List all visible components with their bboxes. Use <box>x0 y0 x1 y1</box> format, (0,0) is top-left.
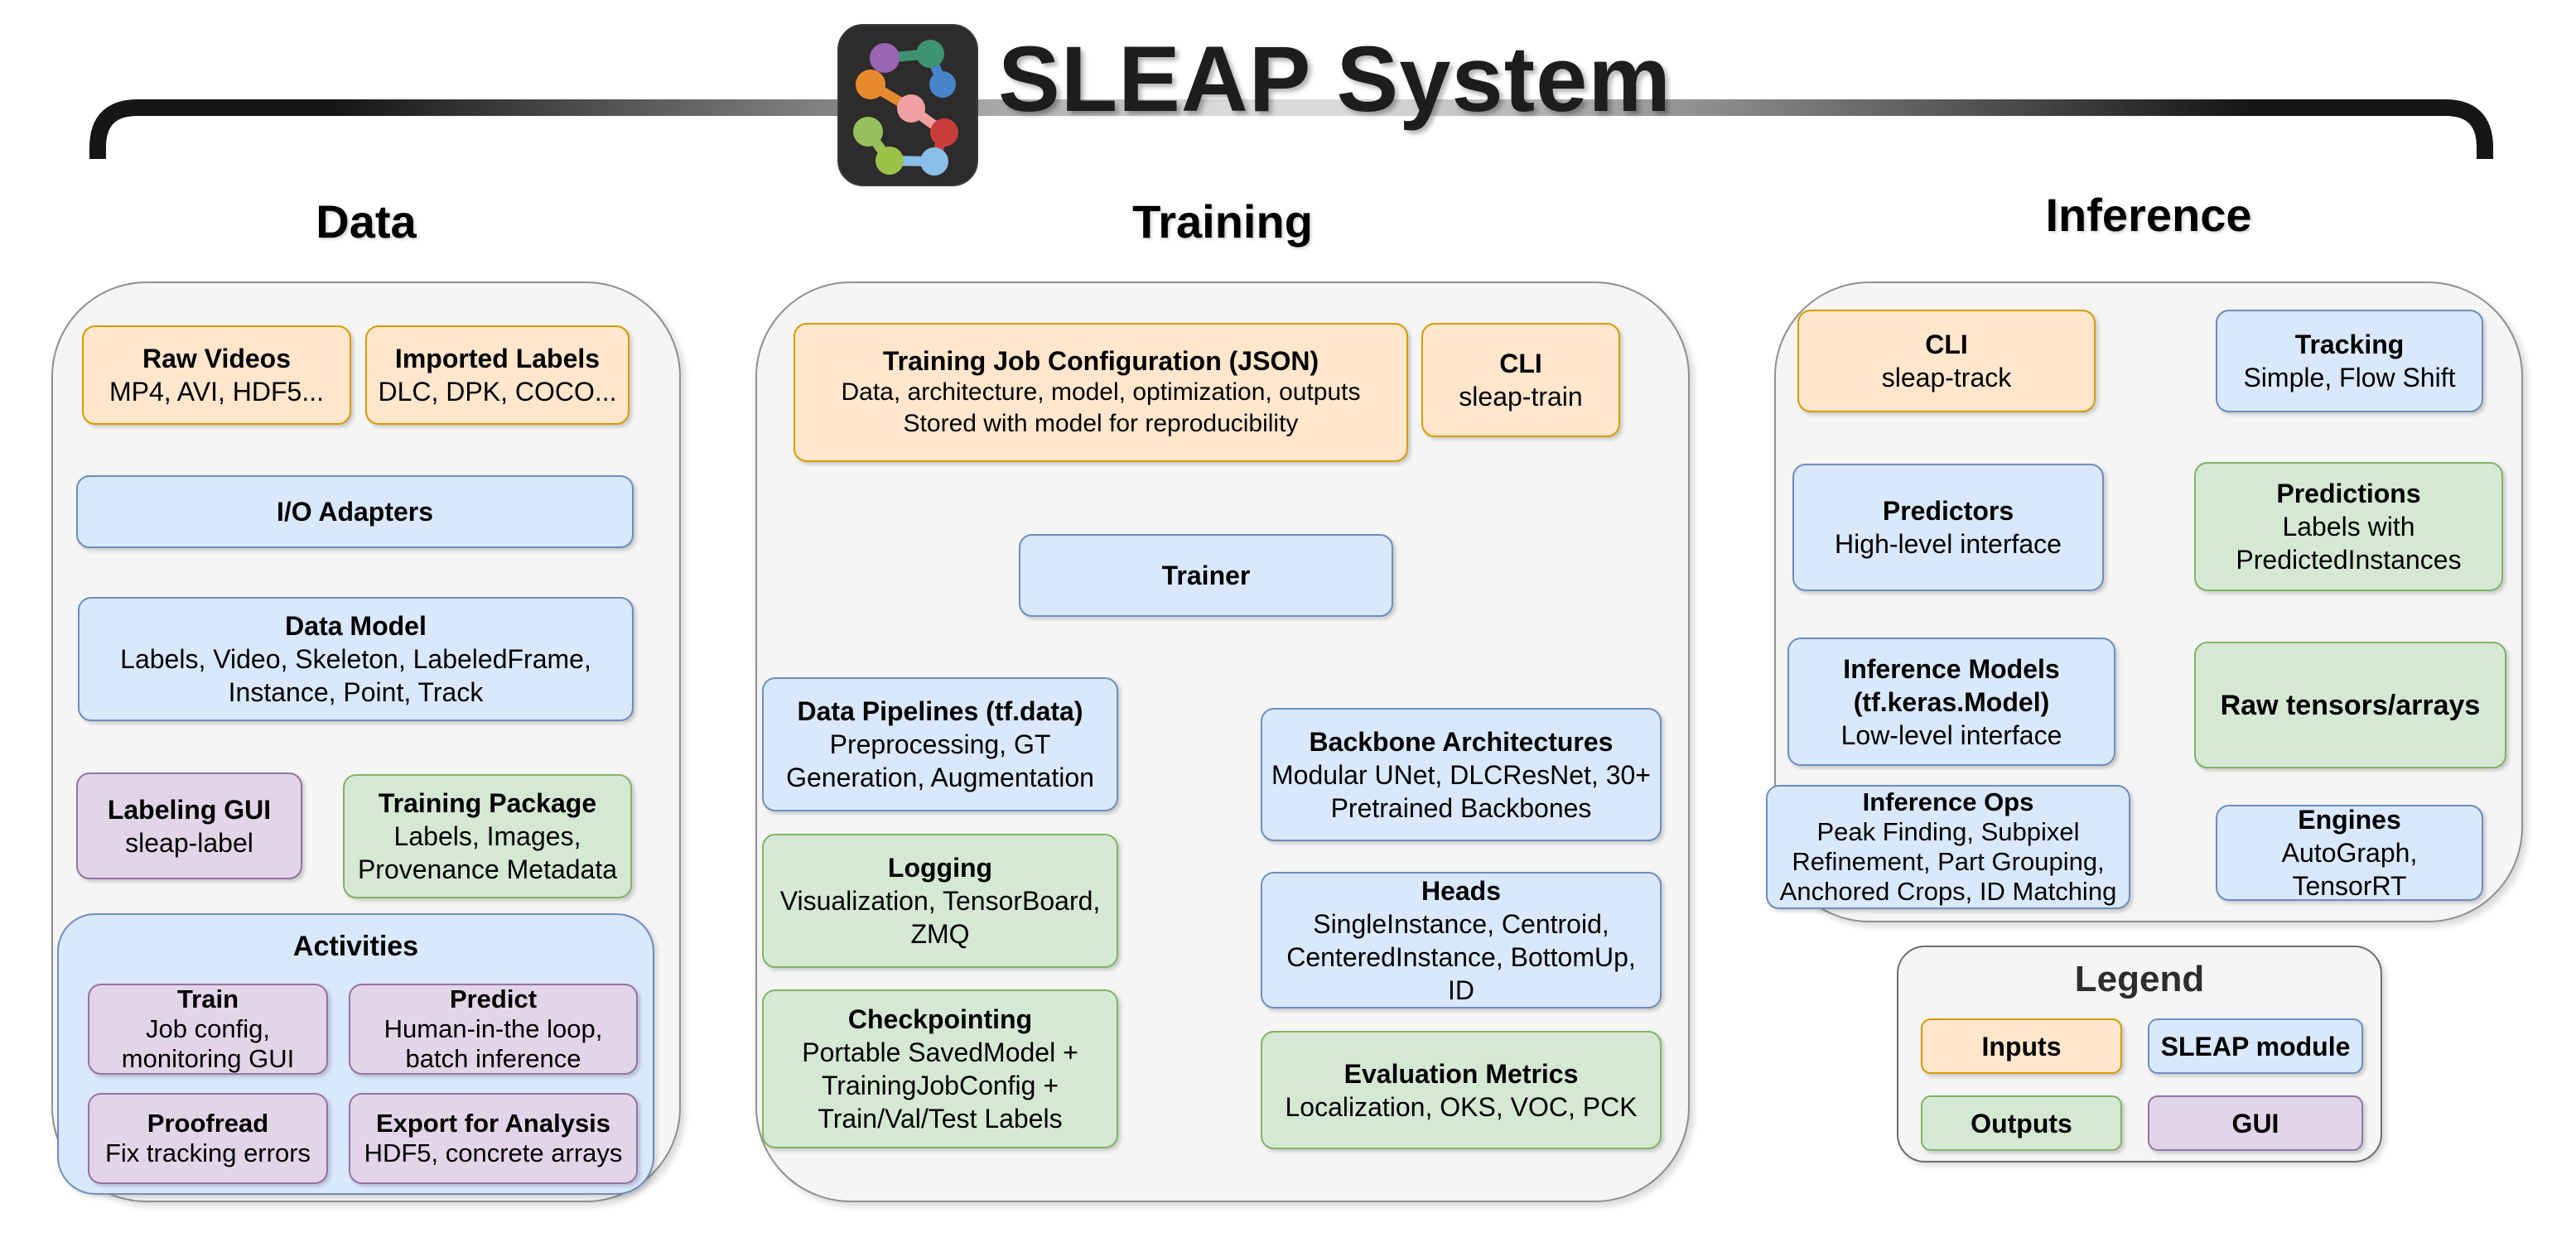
imported-labels-box: Imported Labels DLC, DPK, COCO... <box>365 325 630 425</box>
inference-models-box: Inference Models (tf.keras.Model) Low-le… <box>1787 638 2115 766</box>
inference-ops-box: Inference Ops Peak Finding, Subpixel Ref… <box>1766 785 2130 909</box>
activity-predict-box: Predict Human-in-the loop, batch inferen… <box>349 984 638 1075</box>
predictors-box: Predictors High-level interface <box>1792 464 2104 591</box>
raw-tensors-box: Raw tensors/arrays <box>2194 642 2506 768</box>
activity-proofread-box: Proofread Fix tracking errors <box>88 1093 328 1184</box>
activities-title: Activities <box>292 931 419 962</box>
predictions-box: Predictions Labels with PredictedInstanc… <box>2194 462 2503 591</box>
raw-videos-box: Raw Videos MP4, AVI, HDF5... <box>82 325 351 425</box>
labeling-gui-box: Labeling GUI sleap-label <box>76 773 302 879</box>
sleap-logo-icon <box>837 24 978 186</box>
heading-inference: Inference <box>2045 189 2252 241</box>
trainer-box: Trainer <box>1019 534 1393 617</box>
legend-title: Legend <box>2074 959 2205 999</box>
heading-training: Training <box>1132 195 1313 248</box>
logging-box: Logging Visualization, TensorBoard, ZMQ <box>762 834 1118 968</box>
legend-gui-chip: GUI <box>2148 1095 2363 1151</box>
data-model-box: Data Model Labels, Video, Skeleton, Labe… <box>78 597 634 721</box>
activity-export-box: Export for Analysis HDF5, concrete array… <box>349 1093 638 1184</box>
heads-box: Heads SingleInstance, Centroid, Centered… <box>1261 872 1662 1008</box>
legend-outputs-chip: Outputs <box>1921 1095 2122 1151</box>
data-pipelines-box: Data Pipelines (tf.data) Preprocessing, … <box>762 677 1118 811</box>
training-job-config-box: Training Job Configuration (JSON) Data, … <box>794 323 1408 462</box>
checkpointing-box: Checkpointing Portable SavedModel + Trai… <box>762 989 1118 1148</box>
top-bracket <box>89 99 2493 159</box>
backbone-architectures-box: Backbone Architectures Modular UNet, DLC… <box>1261 708 1662 841</box>
engines-box: Engines AutoGraph, TensorRT <box>2216 805 2483 901</box>
activity-train-box: Train Job config, monitoring GUI <box>88 984 328 1075</box>
page-title: SLEAP System <box>998 27 1672 131</box>
cli-track-box: CLI sleap-track <box>1797 310 2096 412</box>
io-adapters-box: I/O Adapters <box>76 475 634 548</box>
evaluation-metrics-box: Evaluation Metrics Localization, OKS, VO… <box>1261 1031 1662 1149</box>
cli-train-box: CLI sleap-train <box>1421 323 1620 437</box>
training-package-box: Training Package Labels, Images, Provena… <box>343 774 632 898</box>
legend-sleap-module-chip: SLEAP module <box>2148 1018 2363 1074</box>
tracking-box: Tracking Simple, Flow Shift <box>2216 310 2483 412</box>
heading-data: Data <box>316 195 417 248</box>
legend-inputs-chip: Inputs <box>1921 1018 2122 1074</box>
